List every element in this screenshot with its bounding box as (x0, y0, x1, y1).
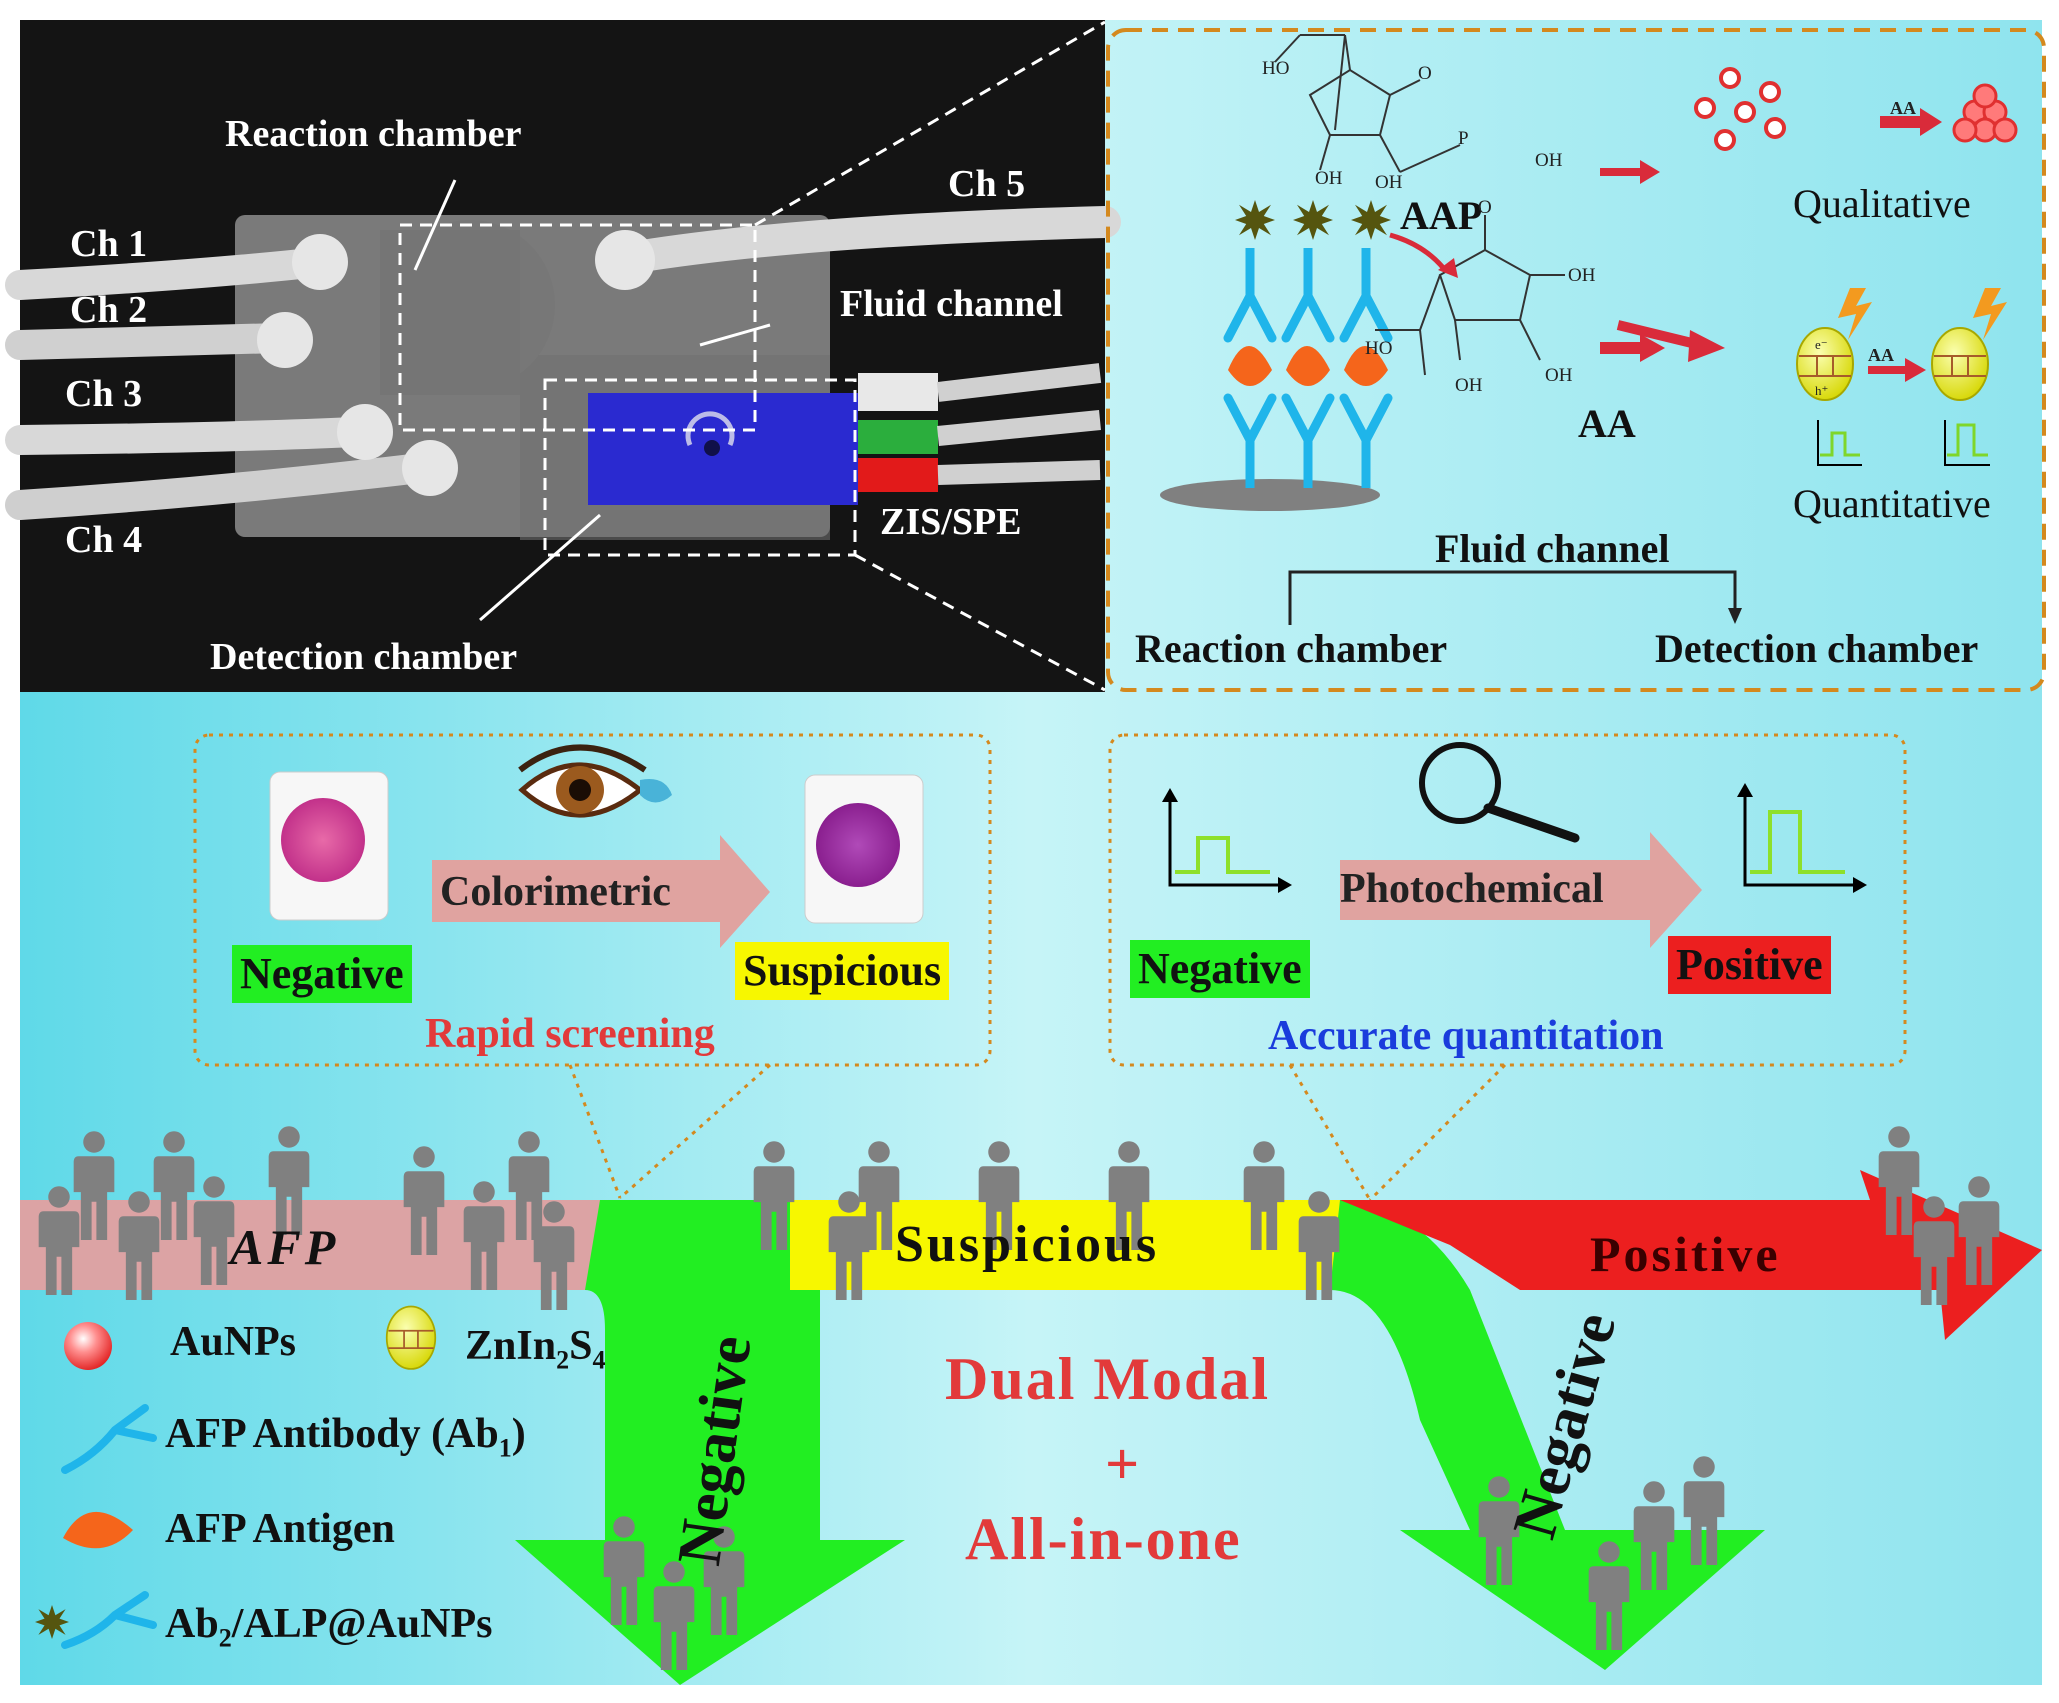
aap-oh-label: OH (1315, 168, 1343, 189)
zis-spe-label: ZIS/SPE (880, 501, 1022, 543)
aap-p-label: P (1458, 128, 1469, 149)
detection-chamber-label: Detection chamber (210, 636, 518, 678)
quantitation-negative-tag: Negative (1130, 940, 1310, 998)
zis-hole-label: h⁺ (1815, 383, 1829, 398)
reaction-chamber-label: Reaction chamber (225, 113, 522, 155)
aa-arrow-label: AA (1890, 98, 1916, 118)
positive-flow-label: Positive (1590, 1226, 1781, 1282)
afp-flow-label: AFP (230, 1219, 340, 1275)
magnifier-icon (1419, 742, 1580, 843)
aap-oh-label-2: OH (1375, 172, 1403, 193)
rapid-screening-label: Rapid screening (425, 1011, 715, 1057)
screening-negative-tag: Negative (232, 945, 412, 1003)
aa-arrow-label-2: AA (1868, 345, 1894, 365)
legend-zis-label: ZnIn2S4 (465, 1323, 606, 1375)
zis-particle-icon (385, 1305, 437, 1370)
eye-icon (518, 744, 672, 818)
aa-oh-label-3: OH (1545, 365, 1573, 386)
aa-ho-label: HO (1365, 338, 1393, 359)
aap-ho-label: HO (1262, 58, 1290, 79)
quantitative-label: Quantitative (1793, 481, 1991, 526)
legend-ab1-label: AFP Antibody (Ab1) (165, 1411, 526, 1463)
suspicious-flow-label: Suspicious (895, 1216, 1160, 1273)
nanoparticle-icon (64, 1322, 112, 1370)
ab2-conjugate-icon (35, 1591, 157, 1649)
antigen-icon (63, 1511, 133, 1549)
aap-o-label: O (1418, 63, 1432, 84)
accurate-quantitation-label: Accurate quantitation (1268, 1013, 1664, 1059)
legend-ab2-label: Ab2/ALP@AuNPs (165, 1601, 493, 1653)
plus-sign: + (1105, 1431, 1140, 1497)
all-in-one-label: All-in-one (965, 1506, 1242, 1572)
fluid-channel-photo-label: Fluid channel (840, 283, 1063, 325)
antibody-icon (61, 1404, 157, 1474)
aa-label: AA (1578, 401, 1636, 446)
channel-1-label: Ch 1 (70, 223, 148, 265)
aa-oh-label-2: OH (1455, 375, 1483, 396)
aa-oh-label: OH (1568, 265, 1596, 286)
legend-antigen-label: AFP Antigen (165, 1506, 395, 1552)
channel-4-label: Ch 4 (65, 519, 143, 561)
quantitation-positive-tag: Positive (1668, 936, 1831, 994)
colorimetric-label: Colorimetric (440, 869, 671, 915)
aap-label: AAP (1400, 193, 1483, 238)
fluid-channel-scheme-label: Fluid channel (1435, 526, 1670, 571)
channel-3-label: Ch 3 (65, 373, 143, 415)
qualitative-label: Qualitative (1793, 181, 1971, 226)
dual-modal-label: Dual Modal (945, 1346, 1271, 1412)
aap-oh-label-3: OH (1535, 150, 1563, 171)
aa-o-label: O (1478, 197, 1492, 218)
legend-aunps-label: AuNPs (170, 1319, 297, 1365)
zis-electron-label: e⁻ (1815, 337, 1828, 352)
reaction-chamber-scheme-label: Reaction chamber (1135, 626, 1448, 671)
detection-chamber-scheme-label: Detection chamber (1655, 626, 1979, 671)
channel-2-label: Ch 2 (70, 289, 148, 331)
channel-5-label: Ch 5 (948, 163, 1026, 205)
screening-suspicious-tag: Suspicious (735, 942, 950, 1000)
photochemical-label: Photochemical (1340, 866, 1604, 912)
